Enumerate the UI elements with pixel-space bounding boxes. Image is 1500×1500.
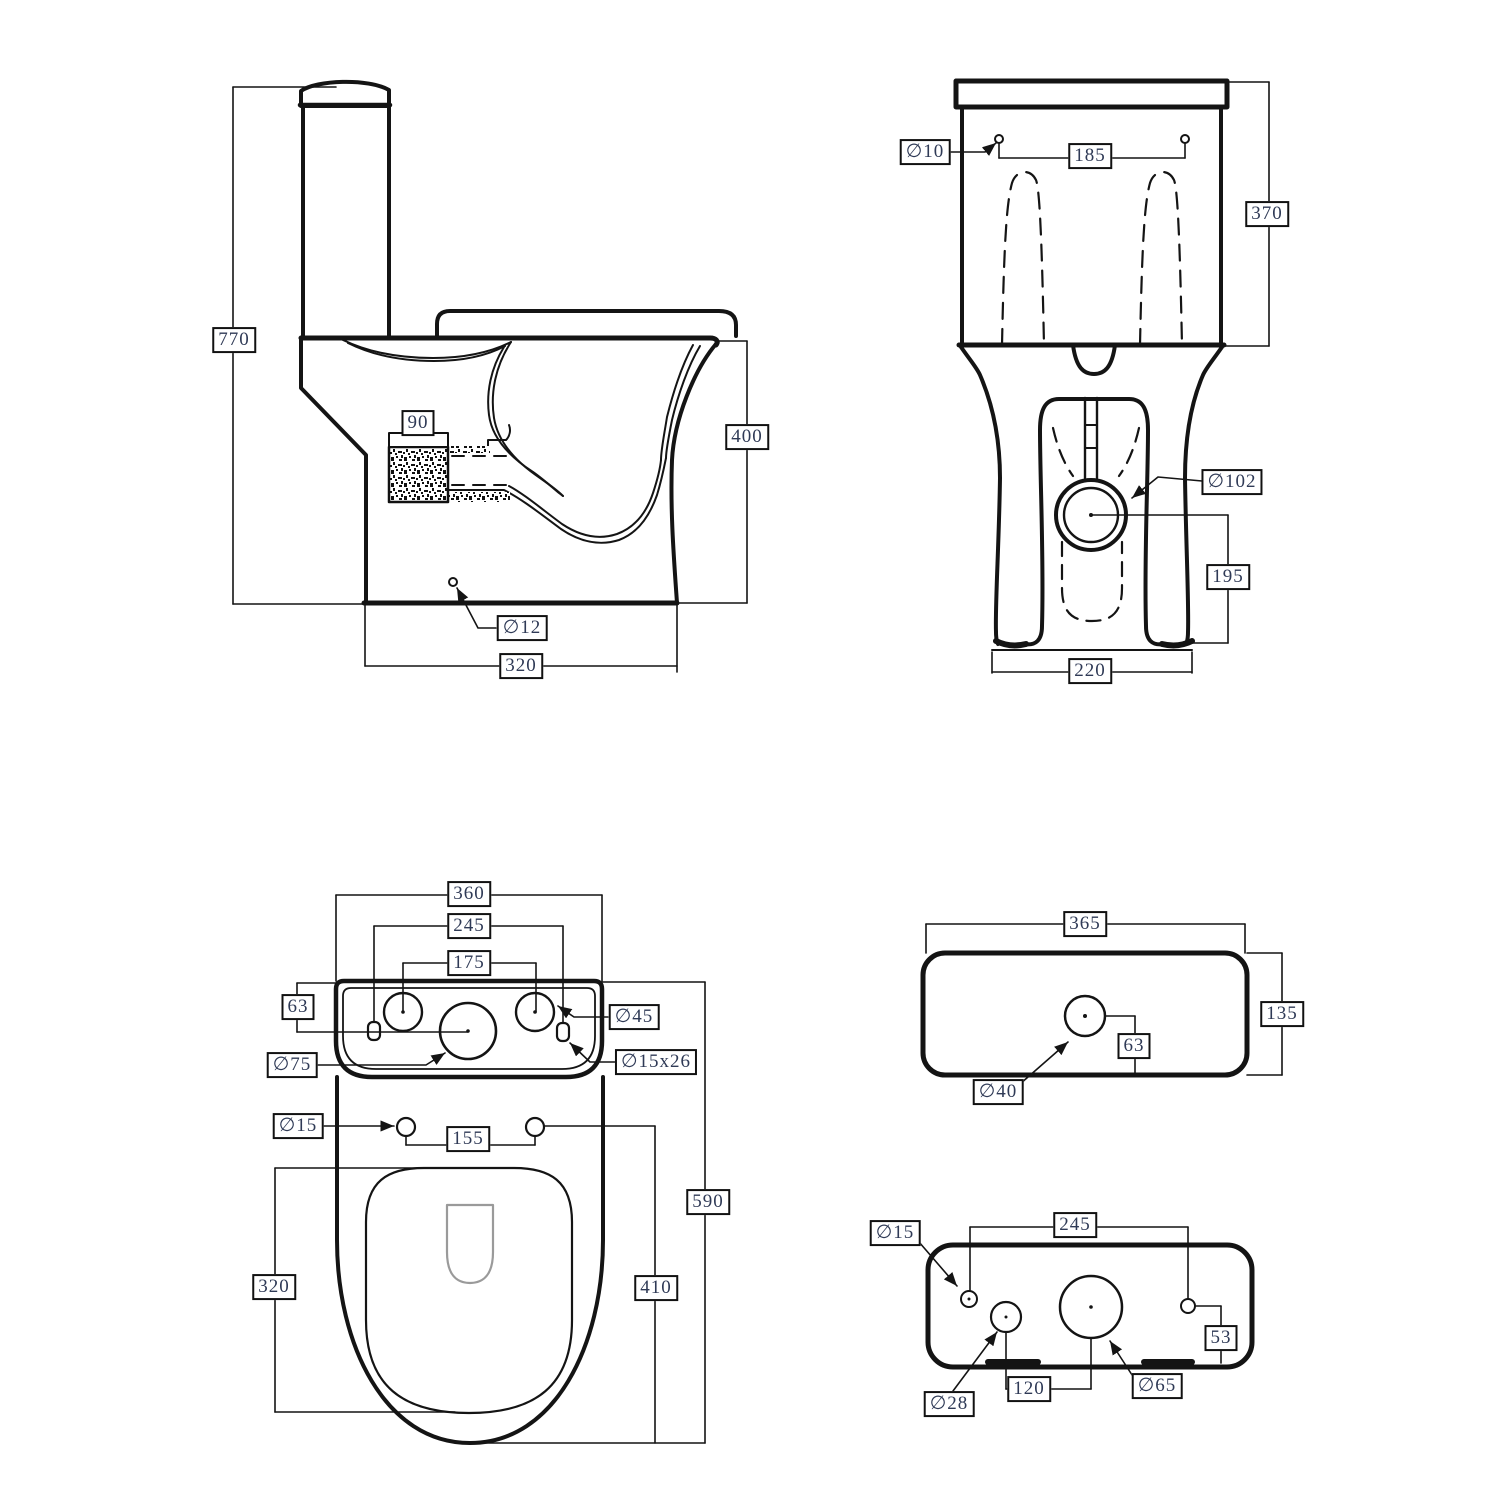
base-fixing-hole-dim: ∅15 xyxy=(869,1220,921,1246)
lid-button-hole-diameter-dim: ∅40 xyxy=(972,1079,1024,1105)
side-outlet-setout-dim: 320 xyxy=(499,653,543,679)
base-fixing-hole-spacing-dim: 245 xyxy=(1053,1212,1097,1238)
base-flush-valve-diameter-dim: ∅65 xyxy=(1131,1373,1183,1399)
lid-depth-dim: 135 xyxy=(1260,1001,1304,1027)
plan-top-hole-spacing-dim: 175 xyxy=(447,950,491,976)
plan-overall-depth-dim: 590 xyxy=(686,1189,730,1215)
plan-edge-to-flush-centre-dim: 63 xyxy=(281,994,315,1020)
lid-width-dim: 365 xyxy=(1063,911,1107,937)
plan-bowl-opening-length-dim: 320 xyxy=(252,1274,296,1300)
plan-view-drawing xyxy=(274,894,706,1445)
plan-seat-hole-spacing-dim: 155 xyxy=(446,1126,490,1152)
rear-fixing-hole-spacing-dim: 185 xyxy=(1068,143,1112,169)
cistern-lid-view-drawing xyxy=(920,923,1283,1085)
plan-seat-holes-to-front-dim: 410 xyxy=(634,1275,678,1301)
plan-side-slot-size-dim: ∅15x26 xyxy=(614,1049,698,1075)
rear-base-width-dim: 220 xyxy=(1068,658,1112,684)
side-bowl-height-dim: 400 xyxy=(725,424,769,450)
base-inlet-hole-diameter-dim: ∅28 xyxy=(923,1391,975,1417)
lid-button-offset-dim: 63 xyxy=(1117,1033,1151,1059)
side-base-fixing-hole-dim: ∅12 xyxy=(496,615,548,641)
rear-cistern-fixing-hole-dim: ∅10 xyxy=(899,139,951,165)
plan-cistern-width-dim: 360 xyxy=(447,881,491,907)
side-overall-height-dim: 770 xyxy=(212,327,256,353)
plan-seat-hole-diameter-dim: ∅15 xyxy=(272,1113,324,1139)
base-hole-edge-offset-dim: 53 xyxy=(1204,1325,1238,1351)
side-outlet-width-dim: 90 xyxy=(401,410,435,436)
cistern-base-view-drawing xyxy=(918,1226,1255,1392)
rear-cistern-height-dim: 370 xyxy=(1245,201,1289,227)
side-view-drawing xyxy=(232,79,748,673)
plan-top-hole-diameter-dim: ∅45 xyxy=(608,1004,660,1030)
plan-flush-hole-diameter-dim: ∅75 xyxy=(266,1052,318,1078)
base-hole-spacing-dim: 120 xyxy=(1007,1376,1051,1402)
rear-spigot-diameter-dim: ∅102 xyxy=(1201,469,1263,495)
rear-spigot-centre-height-dim: 195 xyxy=(1206,564,1250,590)
plan-side-hole-spacing-dim: 245 xyxy=(447,913,491,939)
